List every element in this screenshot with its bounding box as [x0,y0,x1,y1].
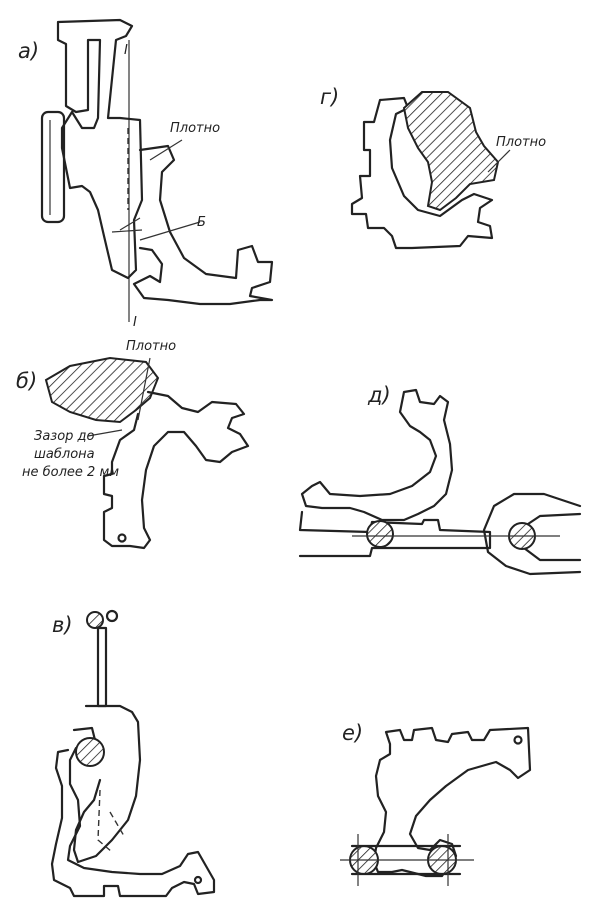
panel-g: г) Плотно [320,85,546,250]
template-handle [40,110,66,224]
panel-g-label: г) [320,85,339,109]
section-top-mark: I [124,43,128,58]
panel-b: б) Плотно Зазор до шаблона не более 2 мм [16,339,250,550]
section-bottom-mark: I [133,315,137,330]
gauge-roller-v [75,737,105,767]
coupler-part-a [132,144,274,306]
gauge-body-v [72,704,142,864]
coupler-part-e [372,726,532,878]
template-body [56,18,144,280]
point-b-label: Б [197,215,206,230]
panel-e-label: е) [342,721,363,745]
coupler-part-d [300,388,454,522]
contact-lines [111,217,143,233]
leader-line-gap [87,429,123,437]
gap-note-line2: шаблона [34,447,95,462]
leader-line-tight-a [149,139,183,161]
note-tight-b: Плотно [126,339,176,354]
pin-hole-v [193,875,203,885]
panel-v: в) [50,609,216,898]
panel-b-label: б) [16,369,37,393]
gap-note-line1: Зазор до [34,429,95,444]
panel-d-label: д) [367,383,391,407]
panel-e: е) [340,721,532,886]
pin-hole-e [513,735,523,745]
panel-a: а) I I Плотно Б [18,18,274,330]
coupler-part-g [350,96,494,250]
hatched-template-g [402,91,500,212]
panel-v-label: в) [52,613,73,637]
hidden-edge-v [97,789,125,853]
gauge-bar-d [298,510,492,558]
gauge-rod-v [96,626,108,708]
leader-line-tight-b [137,357,151,421]
panel-a-label: а) [18,39,39,63]
leader-line-b [139,221,201,241]
coupler-part-v [50,726,216,898]
note-tight-a: Плотно [170,121,220,136]
gauge-bar-e [350,844,462,876]
coupler-part-b [102,390,250,550]
hatched-template-b [44,356,160,424]
leader-line-tight-g [487,149,511,173]
gap-note-line3: не более 2 мм [22,465,119,480]
gauge-knob-small-v [105,609,119,623]
note-tight-g: Плотно [496,135,546,150]
panel-d: д) [298,383,582,576]
gauge-knob-v [86,611,104,629]
pin-hole-b [117,533,127,543]
gauge-roller-left [366,520,394,548]
